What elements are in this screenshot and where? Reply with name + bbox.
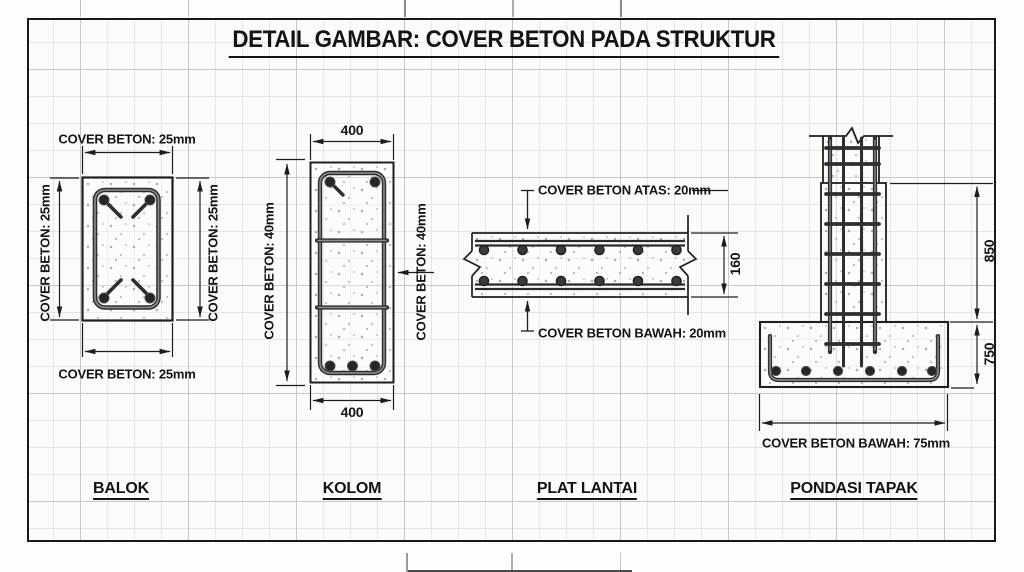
- plat-leaders: [521, 189, 728, 332]
- margin-tick: [80, 0, 82, 17]
- kolom-cover-left-label: COVER BETON: 40mm: [261, 202, 277, 340]
- pondasi-caption: PONDASI TAPAK: [790, 480, 918, 500]
- balok-cover-top-label: COVER BETON: 25mm: [58, 131, 196, 147]
- kolom-caption: KOLOM: [322, 480, 381, 500]
- kolom-width-top-label: 400: [340, 122, 364, 138]
- kolom-cover-right-label: COVER BETON: 40mm: [413, 203, 429, 341]
- balok-outline: [81, 176, 174, 322]
- kolom-width-bottom-label: 400: [340, 404, 364, 420]
- pondasi-footing-concrete: [761, 323, 947, 386]
- pondasi-outline: [758, 126, 950, 389]
- balok-cover-right-label: COVER BETON: 25mm: [205, 184, 221, 322]
- break-symbol-right: [678, 250, 698, 277]
- pondasi-cover-bawah-label: COVER BETON BAWAH: 75mm: [761, 435, 951, 451]
- bottom-edge-mark: [408, 569, 632, 572]
- break-symbol-left: [462, 250, 482, 277]
- plat-outline: [462, 215, 698, 315]
- kolom-rebar-dots: [324, 176, 381, 372]
- plat-drawing: [462, 189, 738, 332]
- plat-dimension-160: [691, 232, 738, 298]
- pondasi-drawing: [758, 126, 993, 431]
- balok-cover-left-label: COVER BETON: 25mm: [37, 184, 53, 322]
- plat-rebar-dots: [478, 244, 682, 287]
- plat-cover-atas-label: COVER BETON ATAS: 20mm: [538, 182, 711, 198]
- margin-tick: [188, 0, 190, 17]
- balok-stirrup: [92, 187, 161, 310]
- break-symbol-top: [809, 126, 893, 145]
- pondasi-rebar-dots: [770, 365, 938, 377]
- kolom-dimensions: [276, 134, 434, 410]
- pondasi-dimensions: [758, 182, 993, 431]
- margin-tick: [406, 553, 408, 572]
- balok-rebar-dots: [98, 194, 156, 304]
- kolom-outline: [309, 161, 395, 384]
- pondasi-height-footing-label: 750: [981, 342, 997, 366]
- balok-rebar-hooks: [105, 201, 149, 296]
- balok-dimensions: [50, 146, 209, 357]
- kolom-concrete: [312, 164, 392, 381]
- kolom-stirrup: [317, 170, 387, 376]
- margin-tick: [620, 0, 622, 17]
- pondasi-height-upper-label: 850: [981, 239, 997, 263]
- margin-tick: [620, 553, 622, 572]
- balok-drawing: [50, 146, 209, 357]
- kolom-cross-ties: [314, 238, 390, 310]
- plat-caption: PLAT LANTAI: [536, 480, 637, 500]
- plat-rebar-lines: [475, 239, 685, 291]
- balok-caption: BALOK: [93, 480, 149, 500]
- margin-tick: [512, 0, 514, 17]
- pondasi-ladder-rungs: [824, 146, 881, 346]
- plat-thickness-label: 160: [727, 252, 743, 276]
- sheet-title: DETAIL GAMBAR: COVER BETON PADA STRUKTUR: [228, 26, 780, 58]
- kolom-drawing: [276, 134, 434, 410]
- balok-cover-bottom-label: COVER BETON: 25mm: [58, 366, 196, 382]
- margin-tick: [511, 553, 513, 572]
- pondasi-column-concrete: [824, 137, 878, 183]
- plat-concrete: [473, 234, 687, 296]
- plat-cover-bawah-label: COVER BETON BAWAH: 20mm: [538, 325, 727, 341]
- margin-tick: [404, 0, 406, 17]
- pondasi-ladder-bars: [827, 135, 878, 368]
